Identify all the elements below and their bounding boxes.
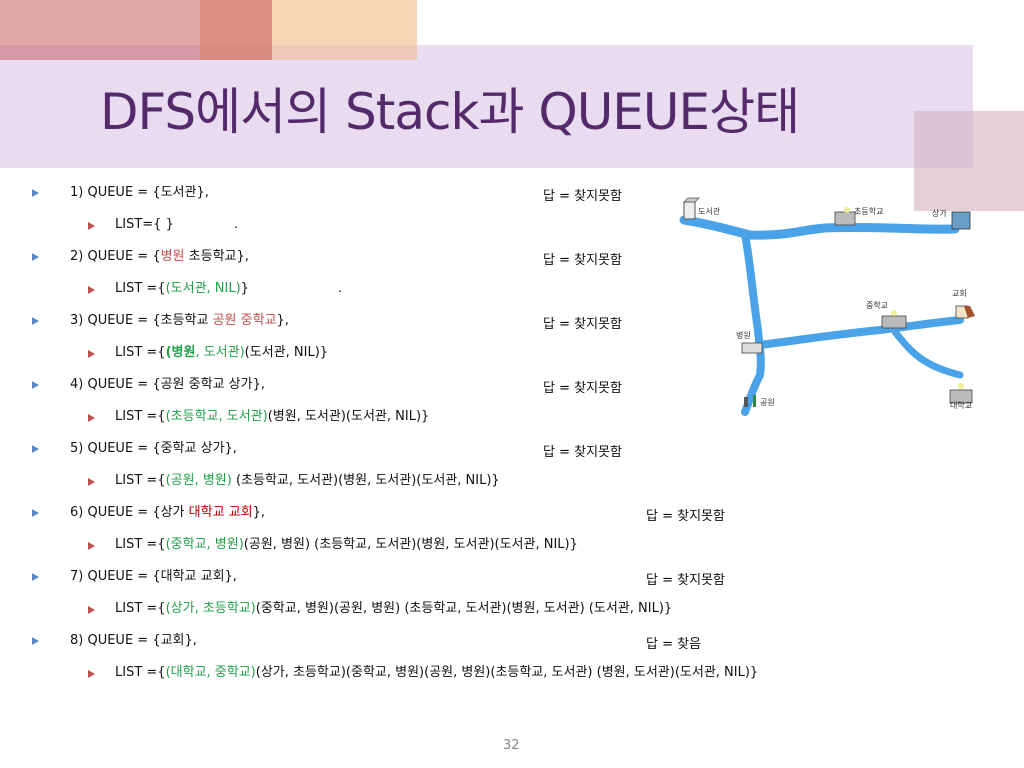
church-icon	[955, 305, 975, 319]
list-dot: .	[338, 281, 343, 296]
queue-line: 6) QUEUE = {상가 대학교 교회},	[70, 505, 265, 520]
list-line: LIST ={(병원, 도서관)(도서관, NIL)}	[115, 345, 329, 360]
answer-text: 답 = 찾지못함	[543, 317, 622, 332]
hospital-label: 병원	[736, 331, 751, 340]
answer-text: 답 = 찾지못함	[543, 189, 622, 204]
list-highlight: , 도서관)	[195, 345, 245, 360]
elementary-school-icon	[834, 207, 856, 226]
middle-school-icon	[881, 310, 907, 329]
queue-line: 2) QUEUE = {병원 초등학교},	[70, 249, 249, 264]
sub-bullet-icon	[88, 670, 95, 678]
bullet-icon	[32, 445, 39, 453]
page-number: 32	[503, 738, 520, 753]
hospital-icon	[741, 342, 763, 354]
list-highlight-bold: (병원	[165, 345, 196, 360]
sub-bullet-icon	[88, 542, 95, 550]
answer-text: 답 = 찾지못함	[543, 253, 622, 268]
queue-highlight: 공원 중학교	[212, 313, 277, 328]
sub-bullet-icon	[88, 478, 95, 486]
corner-decoration-block	[1014, 168, 1024, 211]
list-line: LIST ={(초등학교, 도서관)(병원, 도서관)(도서관, NIL)}	[115, 409, 430, 424]
list-highlight: (대학교, 중학교)	[165, 665, 256, 680]
header-decoration-overlap	[200, 45, 272, 60]
answer-text: 답 = 찾지못함	[543, 381, 622, 396]
bullet-icon	[32, 573, 39, 581]
library-icon	[683, 197, 700, 220]
bullet-icon	[32, 509, 39, 517]
sub-bullet-icon	[88, 606, 95, 614]
mall-icon	[951, 211, 971, 230]
list-line: LIST={ }	[115, 217, 174, 232]
library-label: 도서관	[698, 206, 721, 216]
title-band	[0, 45, 973, 168]
bullet-icon	[32, 637, 39, 645]
answer-text: 답 = 찾지못함	[646, 509, 725, 524]
park-icon	[744, 395, 756, 407]
university-label: 대학교	[950, 400, 972, 410]
queue-line: 1) QUEUE = {도서관},	[70, 185, 209, 200]
queue-highlight: 병원	[160, 249, 185, 264]
header-decoration-overlap	[0, 45, 200, 60]
corner-decoration-overlap	[914, 111, 973, 168]
middle-school-label: 중학교	[866, 300, 888, 310]
bullet-icon	[32, 189, 39, 197]
elementary-school-label: 초등학교	[854, 206, 883, 216]
list-highlight: (초등학교, 도서관)	[165, 409, 268, 424]
sub-bullet-icon	[88, 350, 95, 358]
list-highlight: (공원, 병원)	[165, 473, 232, 488]
sub-bullet-icon	[88, 286, 95, 294]
queue-highlight: 대학교 교회	[188, 505, 253, 520]
bullet-icon	[32, 381, 39, 389]
roads	[679, 215, 964, 416]
park-label: 공원	[760, 398, 775, 407]
bullet-icon	[32, 317, 39, 325]
list-line: LIST ={(공원, 병원) (초등학교, 도서관)(병원, 도서관)(도서관…	[115, 473, 500, 488]
list-highlight: (도서관, NIL)	[165, 281, 241, 296]
bullet-icon	[32, 253, 39, 261]
sub-bullet-icon	[88, 414, 95, 422]
answer-text: 답 = 찾음	[646, 637, 702, 652]
list-line: LIST ={(상가, 초등학교)(중학교, 병원)(공원, 병원) (초등학교…	[115, 601, 673, 616]
mall-label: 상가	[932, 208, 947, 218]
slide-title: DFS에서의 Stack과 QUEUE상태	[100, 83, 800, 141]
answer-text: 답 = 찾지못함	[543, 445, 622, 460]
header-decoration-overlap	[272, 45, 417, 60]
answer-text: 답 = 찾지못함	[646, 573, 725, 588]
list-line: LIST ={(중학교, 병원)(공원, 병원) (초등학교, 도서관)(병원,…	[115, 537, 578, 552]
queue-line: 8) QUEUE = {교회},	[70, 633, 197, 648]
list-dot: .	[234, 217, 239, 232]
list-line: LIST ={(도서관, NIL)}	[115, 281, 249, 296]
queue-line: 3) QUEUE = {초등학교 공원 중학교},	[70, 313, 289, 328]
queue-line: 7) QUEUE = {대학교 교회},	[70, 569, 237, 584]
list-highlight: (중학교, 병원)	[165, 537, 244, 552]
queue-line: 5) QUEUE = {중학교 상가},	[70, 441, 237, 456]
list-highlight: (상가, 초등학교)	[165, 601, 256, 616]
queue-line: 4) QUEUE = {공원 중학교 상가},	[70, 377, 265, 392]
list-line: LIST ={(대학교, 중학교)(상가, 초등학교)(중학교, 병원)(공원,…	[115, 665, 759, 680]
university-icon	[949, 383, 973, 404]
queue-items: 도서관	[160, 185, 197, 200]
road-map-diagram: 도서관 초등학교 상가 교회 중학교 병원 공원 대학교	[679, 197, 975, 416]
sub-bullet-icon	[88, 222, 95, 230]
church-label: 교회	[952, 289, 967, 298]
